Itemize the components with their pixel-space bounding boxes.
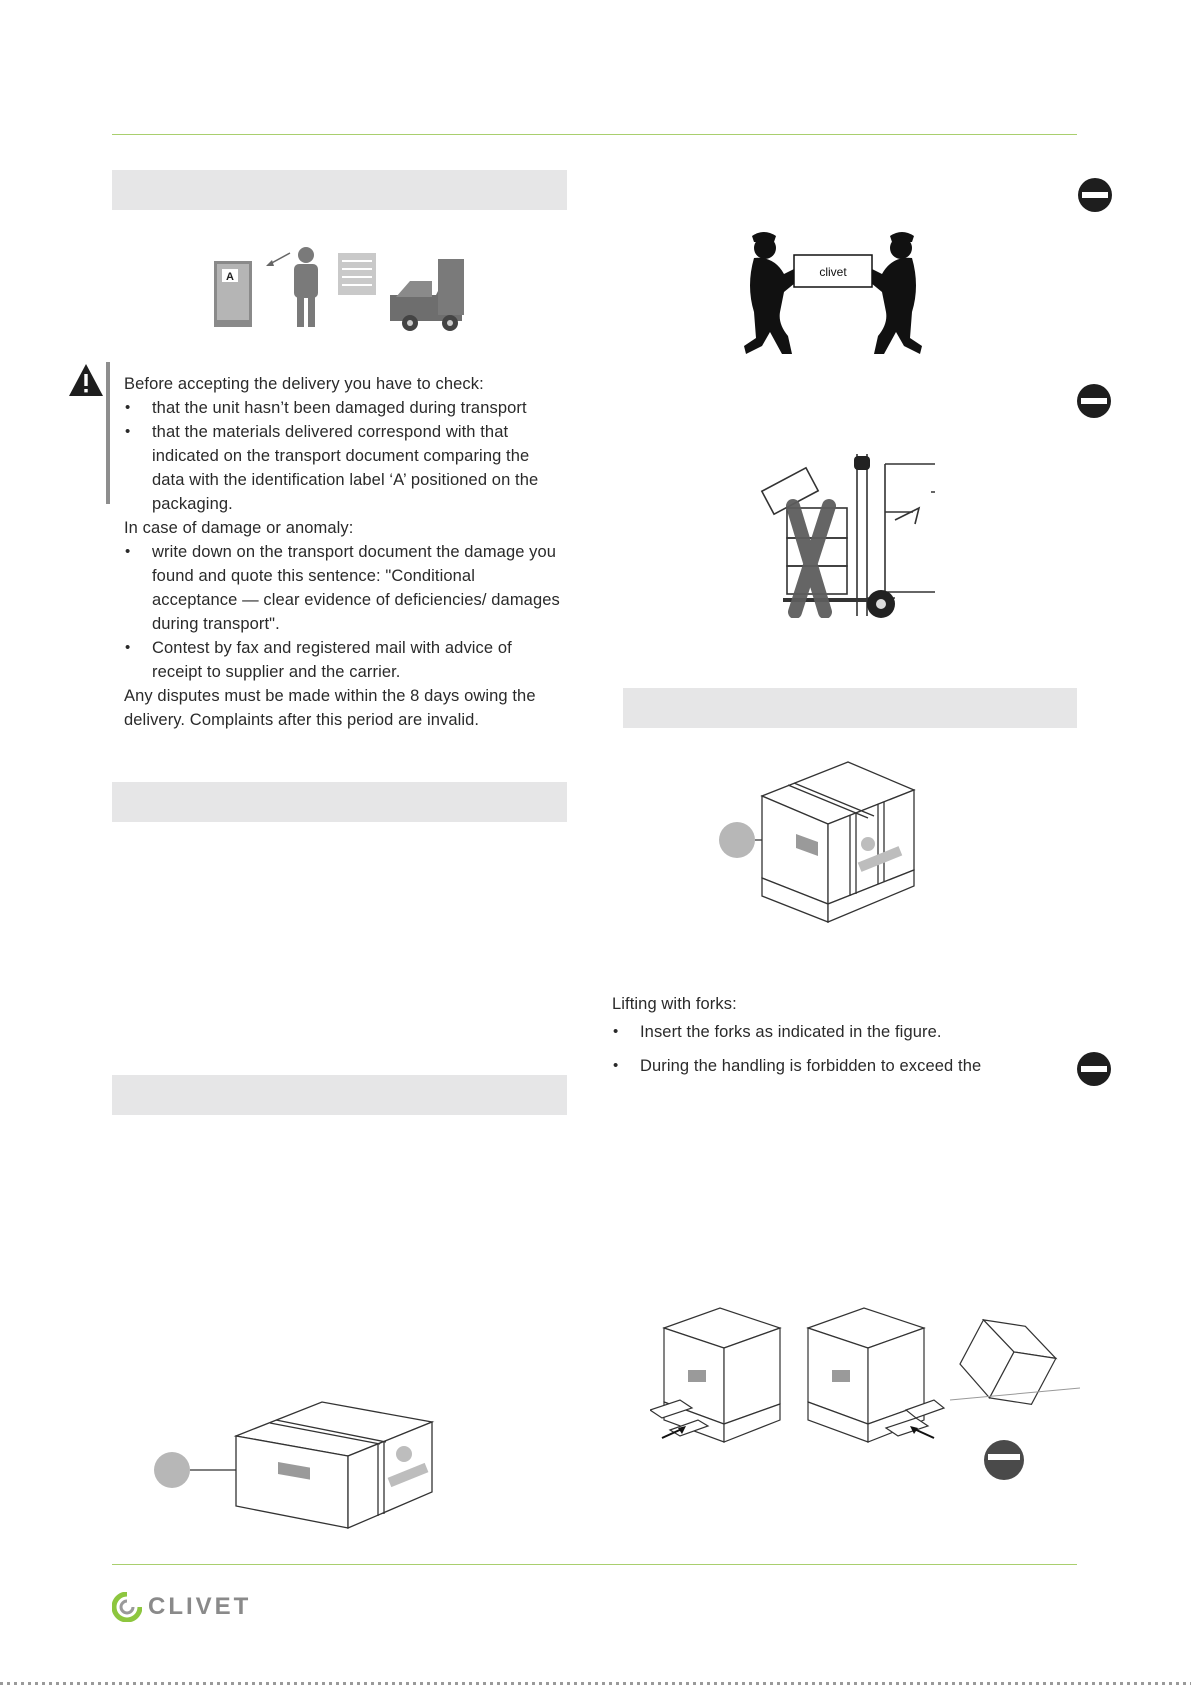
delivery-check-text: Before accepting the delivery you have t… — [124, 372, 564, 732]
header-rule — [112, 134, 1077, 135]
clivet-logo-icon — [112, 1592, 142, 1622]
footer-rule — [112, 1564, 1077, 1565]
damage-step-list: write down on the transport document the… — [124, 540, 564, 684]
prohibition-icon — [1077, 384, 1111, 418]
manual-carry-illustration: clivet — [744, 232, 922, 354]
list-item: Contest by fax and registered mail with … — [124, 636, 564, 684]
bottom-dotted-edge — [0, 1682, 1191, 1685]
box-label-text: clivet — [819, 265, 847, 279]
delivery-check-illustration: A — [214, 247, 464, 331]
section-band-identification — [623, 688, 1077, 728]
section-band-3 — [112, 1075, 567, 1115]
section-band-2 — [112, 782, 567, 822]
forklift-prohibited-illustration — [760, 454, 935, 618]
label-a-text: A — [226, 271, 234, 283]
lifting-text: Lifting with forks: Insert the forks as … — [612, 992, 1042, 1078]
clivet-logo: CLIVET — [112, 1592, 251, 1622]
damage-intro: In case of damage or anomaly: — [124, 519, 354, 537]
packaged-unit-flat-illustration — [154, 1401, 435, 1529]
prohibition-icon — [1078, 178, 1112, 212]
list-item: that the materials delivered correspond … — [124, 420, 564, 516]
fork-lifting-illustration — [650, 1307, 1080, 1443]
prohibition-icon — [1077, 1052, 1111, 1086]
lifting-list: Insert the forks as indicated in the fig… — [612, 1020, 1042, 1078]
list-item: During the handling is forbidden to exce… — [612, 1054, 1042, 1078]
list-item: Insert the forks as indicated in the fig… — [612, 1020, 1042, 1044]
delivery-check-list: that the unit hasn’t been damaged during… — [124, 396, 564, 516]
label-callout-circle — [719, 822, 755, 858]
section-band-delivery — [112, 170, 567, 210]
brand-name: CLIVET — [148, 1593, 252, 1620]
packaged-unit-label-illustration — [719, 761, 916, 923]
warning-icon — [69, 364, 103, 396]
list-item: write down on the transport document the… — [124, 540, 564, 636]
list-item: that the unit hasn’t been damaged during… — [124, 396, 564, 420]
prohibition-icon — [984, 1440, 1024, 1480]
delivery-intro: Before accepting the delivery you have t… — [124, 375, 484, 393]
disputes-note: Any disputes must be made within the 8 d… — [124, 687, 536, 729]
label-callout-circle — [154, 1452, 190, 1488]
warning-bar — [106, 362, 110, 504]
lifting-intro: Lifting with forks: — [612, 995, 737, 1013]
